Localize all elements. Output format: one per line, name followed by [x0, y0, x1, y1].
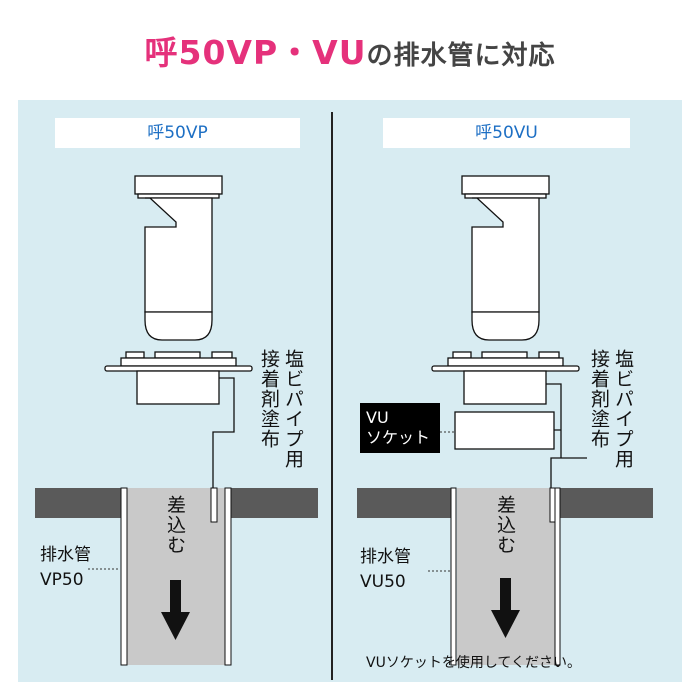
right-adhesive-text: 接着剤塗布 [588, 349, 610, 449]
left-insert-text: 差込む [164, 495, 186, 555]
left-pipe-wall-right [224, 487, 232, 666]
left-pvc-text: 塩ビパイプ用 [282, 349, 304, 469]
left-pipe-label: 排水管 [40, 545, 91, 565]
socket-line2: ソケット [366, 428, 431, 447]
vu-socket-label: VU ソケット [360, 403, 440, 453]
right-label: 呼50VU [383, 118, 630, 148]
page-title: 呼50VP・VUの排水管に対応 [0, 26, 700, 74]
left-down-arrow-icon [161, 580, 190, 640]
right-drain-flange [431, 351, 580, 405]
left-floor-slab-left [35, 488, 121, 518]
left-trap-insert [210, 487, 218, 523]
title-rest: の排水管に対応 [366, 41, 556, 71]
right-pipe-wall-right [554, 487, 561, 666]
left-adhesive-text: 接着剤塗布 [258, 349, 280, 449]
vu-socket [454, 411, 555, 450]
right-leader-line [546, 383, 587, 520]
right-floor-slab-left [357, 488, 451, 518]
right-pipe-wall-left [450, 487, 457, 666]
title-highlight: 呼50VP・VU [144, 33, 367, 72]
right-pipe-label: 排水管 [360, 547, 411, 567]
right-note: VUソケットを使用してください。 [366, 655, 581, 671]
panel-background [18, 100, 682, 682]
right-trap-insert [549, 487, 556, 523]
left-leader-line [212, 377, 235, 520]
left-drain-flange [104, 351, 253, 405]
left-floor-slab-right [231, 488, 318, 518]
right-floor-slab-right [560, 488, 653, 518]
right-trap-body [461, 175, 550, 341]
left-label: 呼50VP [55, 118, 300, 148]
right-down-arrow-icon [491, 578, 520, 638]
right-pipe-size: VU50 [360, 572, 406, 592]
right-insert-text: 差込む [494, 495, 516, 555]
socket-line1: VU [366, 408, 389, 427]
left-pipe-wall-left [120, 487, 128, 666]
left-pipe-size: VP50 [40, 570, 84, 590]
right-pvc-text: 塩ビパイプ用 [612, 349, 634, 469]
left-trap-body [134, 175, 223, 341]
